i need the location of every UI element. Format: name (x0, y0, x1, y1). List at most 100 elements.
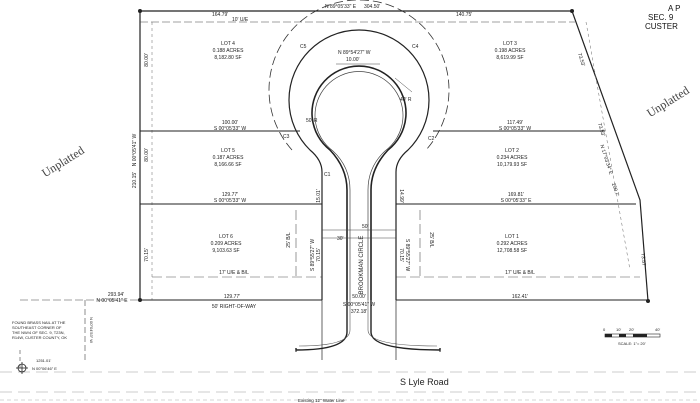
lot5-sf: 8,166.66 SF (214, 162, 241, 168)
bl-right: 25' B/L (428, 232, 434, 248)
top-left-dist: 164.79' (212, 12, 228, 18)
corner-pin (570, 9, 574, 13)
scale-10: 10' (616, 327, 621, 332)
l45-bearing: S 00°05'33" W (214, 126, 247, 132)
header-line2: SEC. 9 (648, 13, 674, 22)
r50-label: 50' R (306, 118, 318, 124)
lot2-acres: 0.234 ACRES (497, 155, 529, 161)
pavement-flare-right (370, 300, 441, 351)
curve-c3: C3 (283, 134, 290, 140)
lot3-sf: 8,619.99 SF (496, 55, 523, 61)
header-text: A P SEC. 9 CUSTER (645, 4, 680, 31)
l56-dist: 129.77' (222, 192, 238, 198)
curve-c2: C2 (428, 136, 435, 142)
top-bearing: N 89°05'33" E (325, 4, 357, 10)
bl-left: 25' B/L (286, 232, 292, 248)
scale-label: SCALE: 1"= 20' (618, 341, 646, 346)
unplatted-left: Unplatted (39, 143, 87, 180)
building-lines (152, 210, 640, 278)
lot6-acres: 0.209 ACRES (211, 241, 243, 247)
road-name: S Lyle Road (400, 377, 449, 387)
curve-c4: C4 (412, 44, 419, 50)
dist-right: 162.41' (512, 294, 528, 300)
l45-dist: 100.00' (222, 120, 238, 126)
lot4-name: LOT 4 (221, 41, 235, 47)
svg-text:R14W, CUSTER COUNTY, OK: R14W, CUSTER COUNTY, OK (12, 335, 67, 340)
unplatted-right: Unplatted (644, 83, 692, 120)
stem-bearing: S 00°05'41" W (343, 302, 376, 308)
ue-left: 17' U/E & B/L (219, 270, 249, 276)
stem-dist: 372.18' (351, 309, 367, 315)
lot1-sf: 12,708.58 SF (497, 248, 527, 254)
r40-label: 40' R (400, 97, 412, 103)
setback-arc (268, 0, 450, 151)
c-right2: 70.15' (398, 248, 404, 262)
svg-text:FOUND BRASS NAIL AT THE: FOUND BRASS NAIL AT THE (12, 320, 66, 325)
curve-c1: C1 (324, 172, 331, 178)
l56-bearing: S 00°05'33" W (214, 198, 247, 204)
w3: 70.15' (144, 248, 150, 262)
bulb-dist: 10.00' (346, 57, 360, 63)
svg-text:N 00°06'46" E: N 00°06'46" E (32, 366, 57, 371)
ue-line-right (585, 21, 631, 271)
stem-left-bearing: S 89°55'27" W (310, 239, 316, 272)
lot4-sf: 8,182.80 SF (214, 55, 241, 61)
pavement-flare-left (295, 300, 348, 351)
l32-bearing: S 00°05'33" W (499, 126, 532, 132)
pin-note: FOUND BRASS NAIL AT THE SOUTHEAST CORNER… (12, 317, 94, 371)
lot6-name: LOT 6 (219, 234, 233, 240)
header-line1: A P (668, 4, 680, 13)
lot1-acres: 0.292 ACRES (497, 241, 529, 247)
pavement-outer (311, 65, 407, 300)
stem-width: 50.00' (352, 294, 366, 300)
e-d3: 73.57' (639, 253, 646, 267)
lot4-acres: 0.188 ACRES (213, 48, 245, 54)
c-left1: 15.01' (316, 189, 322, 203)
scale-40: 40' (655, 327, 660, 332)
c-left2: 70.15' (316, 248, 322, 262)
pin-symbol (16, 362, 28, 374)
bulb-bearing: N 89°54'27" W (338, 50, 371, 56)
width50: 50' (362, 224, 369, 230)
lot1-name: LOT 1 (505, 234, 519, 240)
row-label: 50' RIGHT-OF-WAY (212, 304, 257, 310)
row-line (288, 29, 430, 300)
c-right1: 14.99' (398, 189, 404, 203)
e-d1: 73.53' (576, 52, 586, 67)
lot5-acres: 0.187 ACRES (213, 155, 245, 161)
street-name: BROOKMAN CIRCLE (359, 236, 365, 295)
l21-bearing: S 00°05'33" E (501, 198, 533, 204)
top-distance: 304.50' (364, 4, 380, 10)
svg-text:SOUTHEAST CORNER OF: SOUTHEAST CORNER OF (12, 325, 62, 330)
lot5-name: LOT 5 (221, 148, 235, 154)
ue-right: 17' U/E & B/L (505, 270, 535, 276)
dist-left: 129.77' (224, 294, 240, 300)
west-boundary-dist: 210.15' (132, 172, 138, 188)
width30: 30' (337, 236, 344, 242)
svg-text:1251.01': 1251.01' (36, 358, 51, 363)
header-line3: CUSTER (645, 22, 678, 31)
stem-right-bearing: S 89°55'27" W (404, 239, 410, 272)
waterline-label: Existing 12" Water Line (298, 398, 345, 403)
lot-lines (140, 130, 648, 301)
west-bearing: N 00°05'41" E (96, 298, 128, 304)
svg-text:THE NW/4 OF SEC. 9, T23N,: THE NW/4 OF SEC. 9, T23N, (12, 330, 65, 335)
east-boundary-bearing: N 17°03'34" E (598, 144, 614, 176)
w1: 80.00' (144, 53, 150, 67)
top-easement: 10' U/E (232, 17, 249, 23)
e-d2: 73.53' (596, 122, 606, 137)
lot3-name: LOT 3 (503, 41, 517, 47)
top-right-dist: 140.75' (456, 12, 472, 18)
lot2-name: LOT 2 (505, 148, 519, 154)
lot6-sf: 9,103.63 SF (212, 248, 239, 254)
curve-c5: C5 (300, 44, 307, 50)
lot3-acres: 0.198 ACRES (495, 48, 527, 54)
scale-20: 20' (629, 327, 634, 332)
l21-dist: 169.81' (508, 192, 524, 198)
east-boundary-dist: 250.7' (610, 182, 620, 197)
svg-text:N 00°04'53" W: N 00°04'53" W (89, 317, 94, 343)
west-boundary: N 00°05'41" W (132, 133, 138, 166)
l32-dist: 117.49' (507, 120, 523, 126)
